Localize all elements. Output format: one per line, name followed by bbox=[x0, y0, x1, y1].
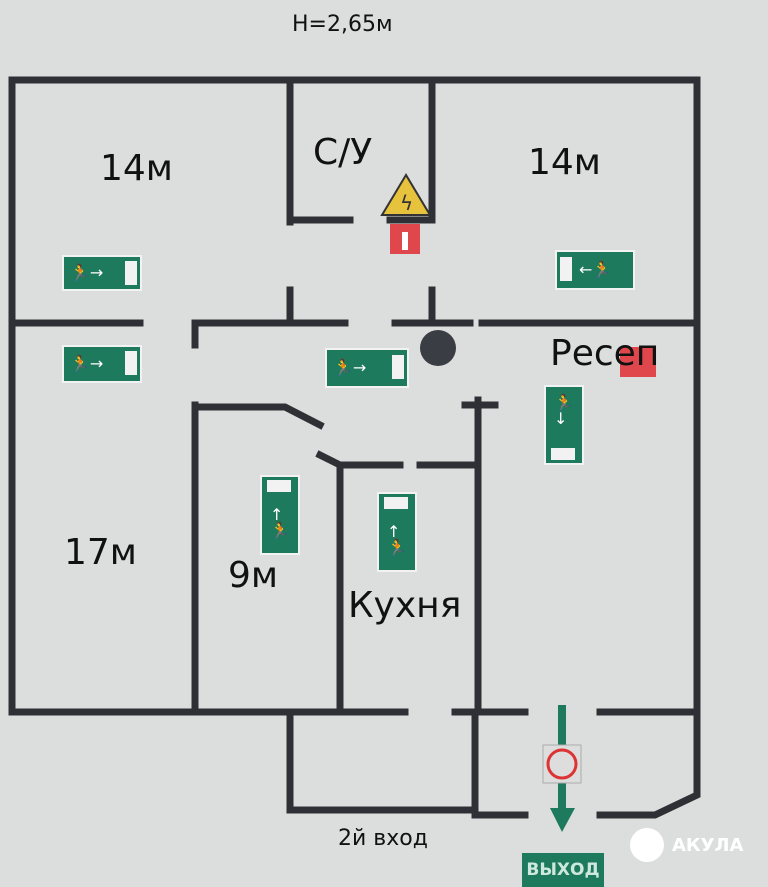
reception-fire-icon bbox=[620, 347, 656, 377]
room-reception: Ресеп bbox=[550, 333, 660, 374]
svg-text:ϟ: ϟ bbox=[400, 191, 413, 215]
wall-rooms bbox=[191, 319, 499, 716]
wall-entrance bbox=[286, 708, 701, 819]
room-area-top-left: 14м bbox=[100, 148, 173, 189]
exit-arrowhead bbox=[550, 808, 575, 832]
shark-logo-icon bbox=[630, 828, 664, 862]
electric-hazard-icon bbox=[380, 173, 432, 216]
outer-wall bbox=[8, 76, 701, 716]
second-entrance-label: 2й вход bbox=[338, 826, 428, 851]
exit-sign-icon: 🏃→ bbox=[62, 255, 142, 291]
exit-sign-icon: 🏃→ bbox=[325, 348, 409, 388]
room-kitchen: Кухня bbox=[348, 585, 462, 626]
room-area-middle: 9м bbox=[228, 555, 279, 596]
room-bathroom: С/У bbox=[313, 132, 373, 173]
room-area-left: 17м bbox=[64, 532, 137, 573]
room-area-top-right: 14м bbox=[528, 142, 601, 183]
exit-sign-icon: 🏃→ bbox=[62, 345, 142, 383]
column bbox=[420, 330, 456, 366]
exit-sign: ВЫХОД bbox=[522, 853, 604, 887]
exit-sign-icon: ↑🏃 bbox=[377, 492, 417, 572]
watermark-logo: АКУЛА bbox=[630, 828, 743, 862]
wall-bathroom bbox=[286, 76, 436, 326]
exit-sign-icon: ↑🏃 bbox=[260, 475, 300, 555]
exit-sign-icon: 🏃↓ bbox=[544, 385, 584, 465]
watermark-text: АКУЛА bbox=[672, 834, 744, 856]
exit-sign-icon: ←🏃 bbox=[555, 250, 635, 290]
ceiling-height: H=2,65м bbox=[292, 12, 393, 37]
